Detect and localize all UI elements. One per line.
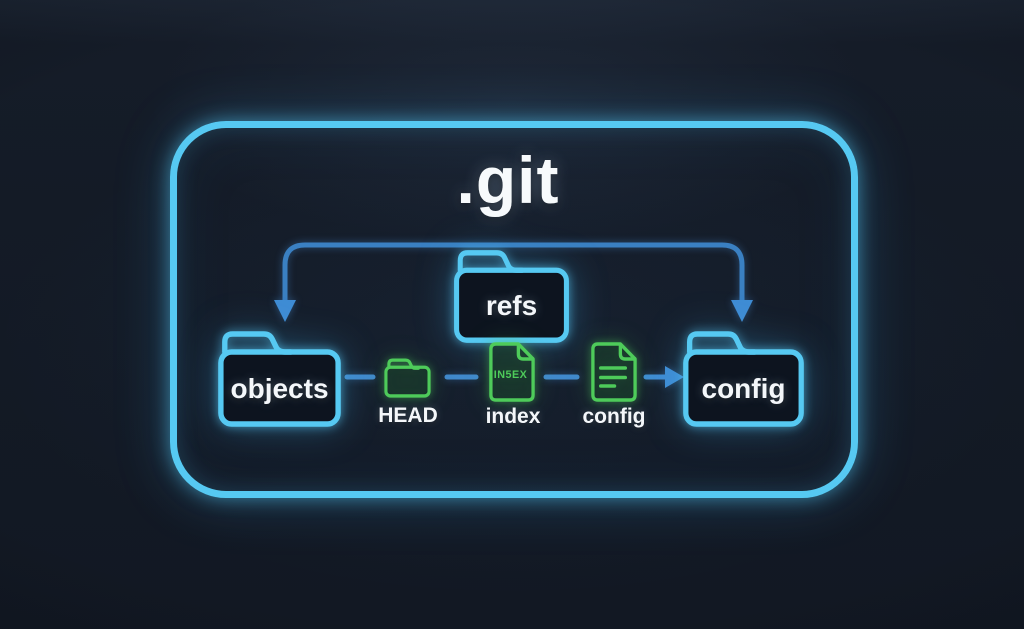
node-label-index: index bbox=[485, 405, 541, 428]
arrow-down-left-icon bbox=[274, 300, 296, 322]
arrow-right-icon bbox=[665, 366, 684, 388]
node-label-head: HEAD bbox=[378, 404, 438, 427]
node-label-refs: refs bbox=[485, 290, 538, 322]
node-config-folder: config bbox=[681, 327, 806, 429]
node-config-file bbox=[588, 341, 639, 403]
folder-icon bbox=[683, 331, 804, 427]
node-index: IN5EX bbox=[486, 341, 537, 403]
branch-line bbox=[282, 242, 745, 305]
node-head bbox=[383, 356, 432, 399]
node-label-config-file: config bbox=[582, 405, 646, 428]
node-objects: objects bbox=[216, 327, 343, 429]
folder-icon bbox=[454, 250, 569, 343]
file-icon: IN5EX bbox=[489, 342, 535, 402]
node-refs: refs bbox=[452, 246, 571, 345]
node-label-config-folder: config bbox=[701, 373, 786, 405]
folder-icon bbox=[384, 358, 431, 398]
diagram-title: .git bbox=[456, 143, 560, 217]
folder-icon bbox=[218, 331, 341, 427]
arrow-down-right-icon bbox=[731, 300, 753, 322]
file-badge-text: IN5EX bbox=[494, 369, 528, 381]
git-directory-frame bbox=[170, 121, 858, 498]
document-icon bbox=[591, 342, 637, 402]
node-label-objects: objects bbox=[230, 373, 329, 405]
